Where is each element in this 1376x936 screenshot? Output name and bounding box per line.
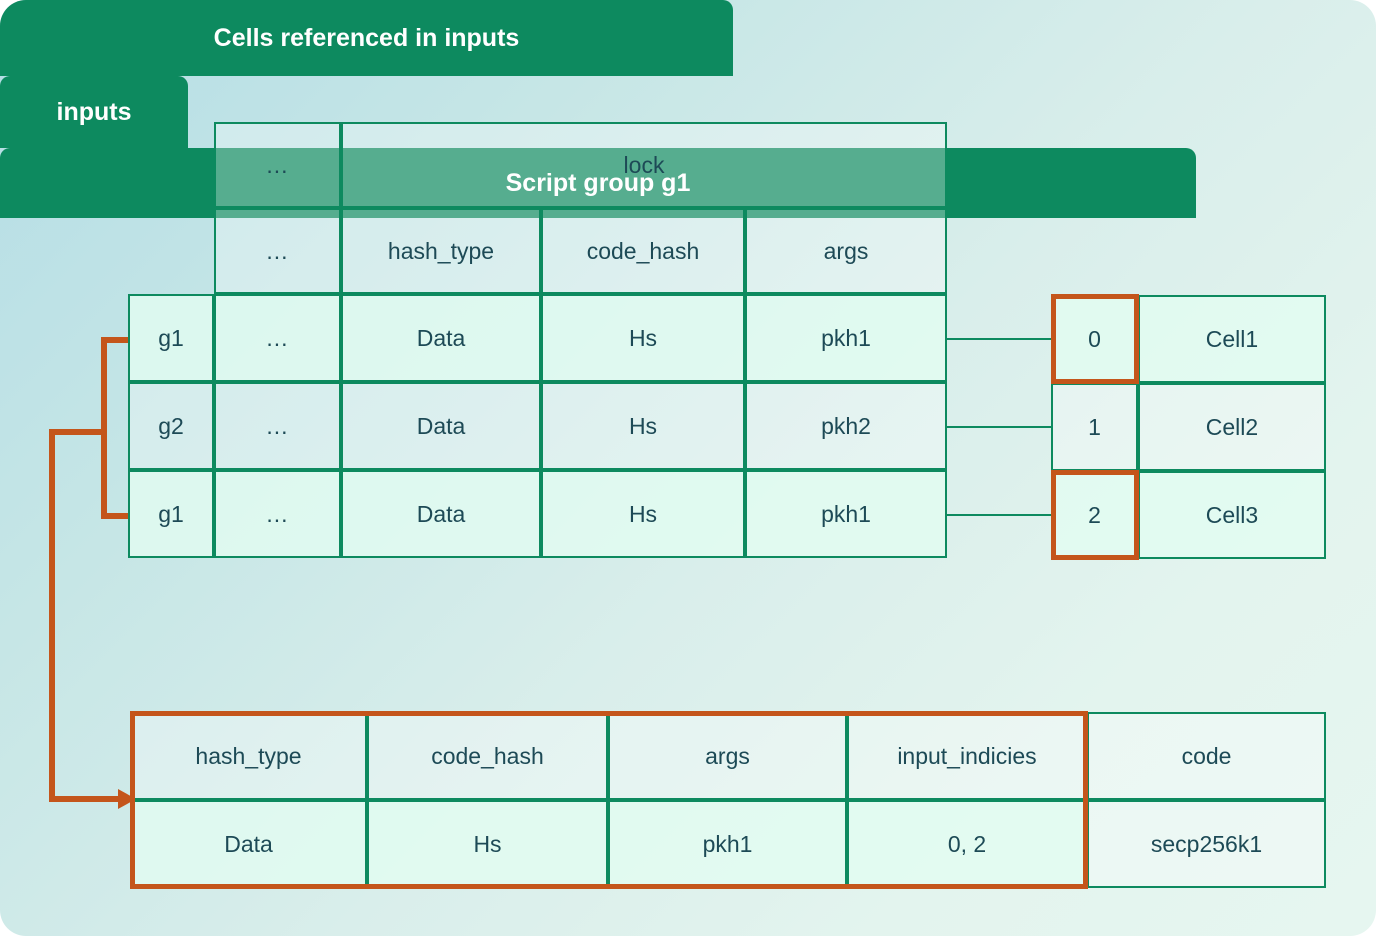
cells-row1-code-hash-label: Hs	[628, 412, 658, 439]
script-group-col-header-hash-type: hash_type	[130, 712, 367, 800]
script-group-col-header-code-hash: code_hash	[367, 712, 608, 800]
col-header-hash-type-label: hash_type	[387, 237, 495, 264]
cells-row0-ellipsis: ...	[214, 294, 341, 382]
script-group-value-input-indicies: 0, 2	[847, 800, 1087, 888]
cells-row2-args-label: pkh1	[821, 500, 871, 527]
cells-row0-code-hash: Hs	[541, 294, 745, 382]
inputs-row2-index-label: 2	[1088, 501, 1101, 528]
cells-row2-ellipsis: ...	[214, 470, 341, 558]
col-header-code-hash-label: code_hash	[586, 237, 700, 264]
col-header-args-label: args	[823, 237, 869, 264]
cells-row2-code-hash-label: Hs	[628, 500, 658, 527]
script-group-col-header-args: args	[608, 712, 847, 800]
script-group-title: Script group g1	[505, 168, 691, 197]
cells-row0-hash-type-label: Data	[416, 324, 466, 351]
cells-row0-args: pkh1	[745, 294, 947, 382]
inputs-row1-cell: Cell2	[1138, 383, 1326, 471]
script-group-col-header-input-indicies: input_indicies	[847, 712, 1087, 800]
g1-trunk	[49, 429, 120, 802]
script-group-col-header-input-indicies-label: input_indicies	[897, 742, 1037, 769]
g1-row0-stub	[101, 337, 130, 432]
cells-row1-group: g2	[128, 382, 214, 470]
inputs-row0-index: 0	[1051, 295, 1138, 383]
cells-row2-group: g1	[128, 470, 214, 558]
cells-table-title: Cells referenced in inputs	[213, 23, 520, 52]
cells-row0-args-label: pkh1	[821, 324, 871, 351]
cells-row1-args-label: pkh2	[821, 412, 871, 439]
inputs-row1-index: 1	[1051, 383, 1138, 471]
cells-row1-code-hash: Hs	[541, 382, 745, 470]
script-group-value-hash-type: Data	[130, 800, 367, 888]
cells-row0-group-label: g1	[158, 324, 184, 351]
script-group-value-code-hash: Hs	[367, 800, 608, 888]
script-group-value-args: pkh1	[608, 800, 847, 888]
cells-to-inputs-connectors	[947, 338, 1051, 516]
script-group-value-code: secp256k1	[1087, 800, 1326, 888]
g1-row2-stub	[101, 432, 130, 519]
script-group-value-hash-type-label: Data	[224, 830, 273, 857]
cells-row2-code-hash: Hs	[541, 470, 745, 558]
script-group-col-header-hash-type-label: hash_type	[195, 742, 302, 769]
cells-col-header-args: args	[745, 208, 947, 294]
cells-row1-group-label: g2	[158, 412, 184, 439]
script-group-value-input-indicies-label: 0, 2	[947, 830, 987, 857]
script-group-col-header-code-label: code	[1181, 742, 1232, 769]
script-group-col-header-args-label: args	[705, 742, 750, 769]
cells-row2-args: pkh1	[745, 470, 947, 558]
ellipsis-label: ...	[266, 151, 289, 178]
cells-row0-group: g1	[128, 294, 214, 382]
cells-col-header-ellipsis: ...	[214, 208, 341, 294]
inputs-row1-index-label: 1	[1088, 413, 1101, 440]
g1-bracket-connector	[49, 337, 130, 802]
cells-row1-hash-type-label: Data	[416, 412, 466, 439]
cells-col-header-code-hash: code_hash	[541, 208, 745, 294]
cells-row2-group-label: g1	[158, 500, 184, 527]
cells-row0-hash-type: Data	[341, 294, 541, 382]
cells-row0-ellipsis-label: ...	[266, 324, 289, 351]
cells-row1-args: pkh2	[745, 382, 947, 470]
cells-row1-ellipsis: ...	[214, 382, 341, 470]
cells-row2-hash-type-label: Data	[416, 500, 466, 527]
cells-row1-hash-type: Data	[341, 382, 541, 470]
script-group-value-args-label: pkh1	[702, 830, 753, 857]
inputs-table-title: inputs	[56, 97, 132, 126]
inputs-row2-cell: Cell3	[1138, 471, 1326, 559]
cells-table-header: Cells referenced in inputs	[0, 0, 733, 76]
script-group-col-header-code: code	[1087, 712, 1326, 800]
cells-row1-ellipsis-label: ...	[266, 412, 289, 439]
cells-row0-code-hash-label: Hs	[628, 324, 658, 351]
cells-row2-ellipsis-label: ...	[266, 500, 289, 527]
inputs-row2-cell-label: Cell3	[1205, 501, 1259, 528]
script-group-value-code-label: secp256k1	[1150, 830, 1263, 857]
inputs-row0-cell-label: Cell1	[1205, 325, 1259, 352]
cells-ellipsis-span-cell: ...	[214, 122, 341, 208]
inputs-row0-index-label: 0	[1088, 325, 1101, 352]
lock-label: lock	[623, 151, 665, 178]
script-group-col-header-code-hash-label: code_hash	[431, 742, 544, 769]
inputs-row1-cell-label: Cell2	[1205, 413, 1259, 440]
inputs-row0-cell: Cell1	[1138, 295, 1326, 383]
cells-col-header-hash-type: hash_type	[341, 208, 541, 294]
cells-row2-hash-type: Data	[341, 470, 541, 558]
script-group-value-code-hash-label: Hs	[473, 830, 502, 857]
cells-lock-span-cell: lock	[341, 122, 947, 208]
inputs-row2-index: 2	[1051, 471, 1138, 559]
col-header-ellipsis-label: ...	[266, 237, 289, 264]
inputs-table-header: inputs	[0, 76, 188, 148]
